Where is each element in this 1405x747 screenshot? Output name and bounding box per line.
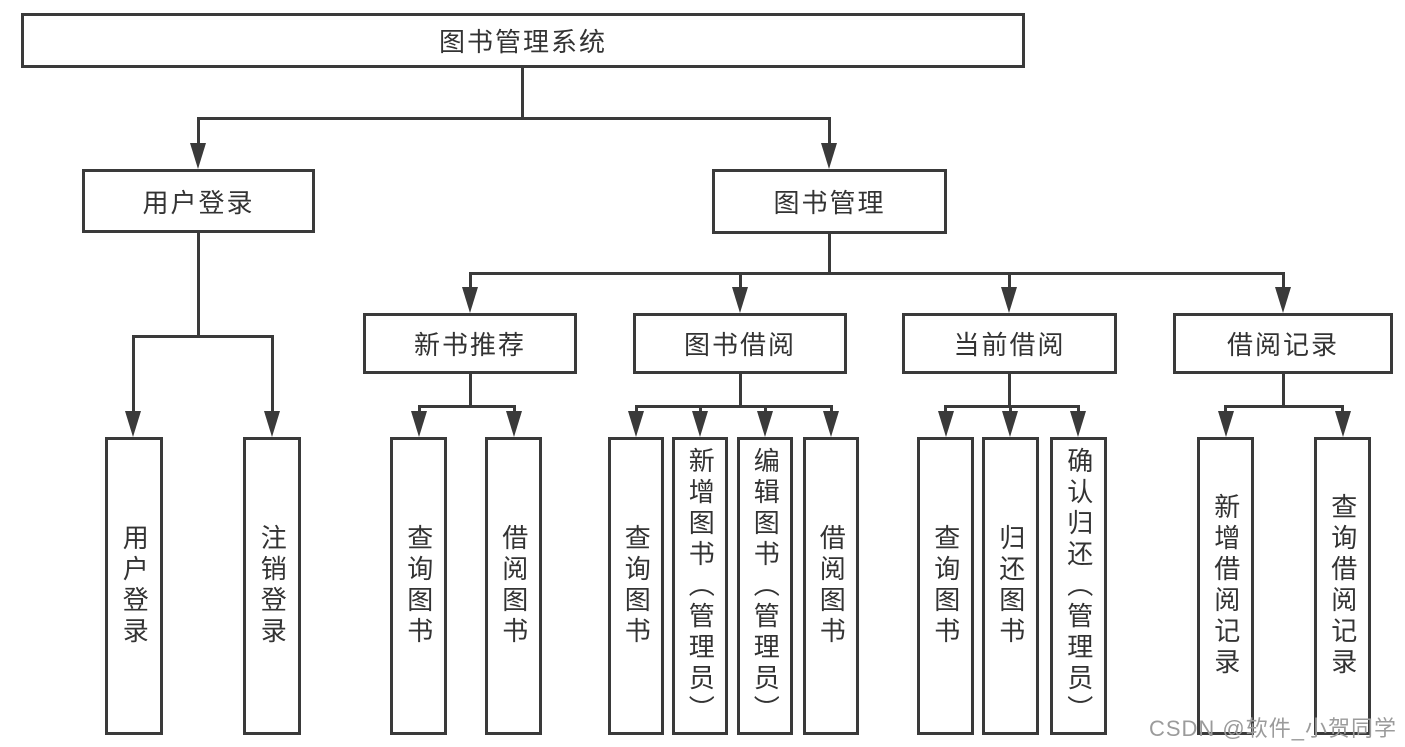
connector-vline (944, 405, 947, 414)
connector-vline (828, 117, 831, 145)
connector-vline (1008, 374, 1011, 408)
node-leaf-cb-confirm-return-admin: 确认归还（管理员） (1050, 437, 1107, 735)
connector-vline (739, 272, 742, 289)
connector-hline (469, 272, 1285, 275)
connector-vline (739, 374, 742, 408)
node-leaf-user-login: 用户登录 (105, 437, 163, 735)
node-leaf-nb-borrow-books: 借阅图书 (485, 437, 542, 735)
node-root-system: 图书管理系统 (21, 13, 1025, 68)
connector-vline (828, 234, 831, 275)
connector-vline (635, 405, 638, 414)
connector-vline (197, 233, 200, 338)
node-leaf-cb-query-books: 查询图书 (917, 437, 974, 735)
arrow-down-icon (692, 411, 708, 437)
connector-vline (197, 117, 200, 145)
arrow-down-icon (125, 411, 141, 437)
node-leaf-br-query-record: 查询借阅记录 (1314, 437, 1371, 735)
connector-hline (944, 405, 1080, 408)
arrow-down-icon (462, 287, 478, 313)
node-leaf-nb-query-books: 查询图书 (390, 437, 447, 735)
connector-vline (132, 335, 135, 413)
connector-vline (469, 374, 472, 408)
connector-hline (418, 405, 516, 408)
arrow-down-icon (823, 411, 839, 437)
connector-vline (1009, 405, 1012, 414)
connector-vline (513, 405, 516, 414)
connector-vline (521, 68, 524, 119)
connector-vline (764, 405, 767, 414)
arrow-down-icon (1001, 287, 1017, 313)
connector-vline (1341, 405, 1344, 414)
connector-vline (271, 335, 274, 413)
connector-hline (132, 335, 274, 338)
connector-vline (1224, 405, 1227, 414)
arrow-down-icon (190, 143, 206, 169)
arrow-down-icon (1275, 287, 1291, 313)
connector-hline (1224, 405, 1344, 408)
arrow-down-icon (938, 411, 954, 437)
csdn-watermark: CSDN @软件_小贺同学 (1148, 716, 1397, 741)
connector-vline (1077, 405, 1080, 414)
arrow-down-icon (1218, 411, 1234, 437)
node-borrowing-records: 借阅记录 (1173, 313, 1393, 374)
arrow-down-icon (732, 287, 748, 313)
node-leaf-br-add-record: 新增借阅记录 (1197, 437, 1254, 735)
node-book-borrowing: 图书借阅 (633, 313, 847, 374)
node-leaf-cb-return-books: 归还图书 (982, 437, 1039, 735)
node-book-management: 图书管理 (712, 169, 947, 234)
node-leaf-bb-add-books-admin: 新增图书（管理员） (672, 437, 728, 735)
arrow-down-icon (757, 411, 773, 437)
connector-vline (699, 405, 702, 414)
arrow-down-icon (1002, 411, 1018, 437)
connector-vline (830, 405, 833, 414)
arrow-down-icon (1335, 411, 1351, 437)
node-leaf-logout: 注销登录 (243, 437, 301, 735)
node-leaf-bb-query-books: 查询图书 (608, 437, 664, 735)
node-current-borrowing: 当前借阅 (902, 313, 1117, 374)
node-leaf-bb-borrow-books: 借阅图书 (803, 437, 859, 735)
connector-vline (1282, 272, 1285, 289)
connector-vline (1008, 272, 1011, 289)
connector-hline (635, 405, 832, 408)
connector-hline (197, 117, 831, 120)
node-user-login: 用户登录 (82, 169, 315, 233)
arrow-down-icon (411, 411, 427, 437)
arrow-down-icon (264, 411, 280, 437)
node-leaf-bb-edit-books-admin: 编辑图书（管理员） (737, 437, 793, 735)
node-new-book-recommend: 新书推荐 (363, 313, 577, 374)
connector-vline (418, 405, 421, 414)
arrow-down-icon (1070, 411, 1086, 437)
connector-vline (469, 272, 472, 289)
arrow-down-icon (628, 411, 644, 437)
connector-vline (1282, 374, 1285, 408)
arrow-down-icon (506, 411, 522, 437)
arrow-down-icon (821, 143, 837, 169)
